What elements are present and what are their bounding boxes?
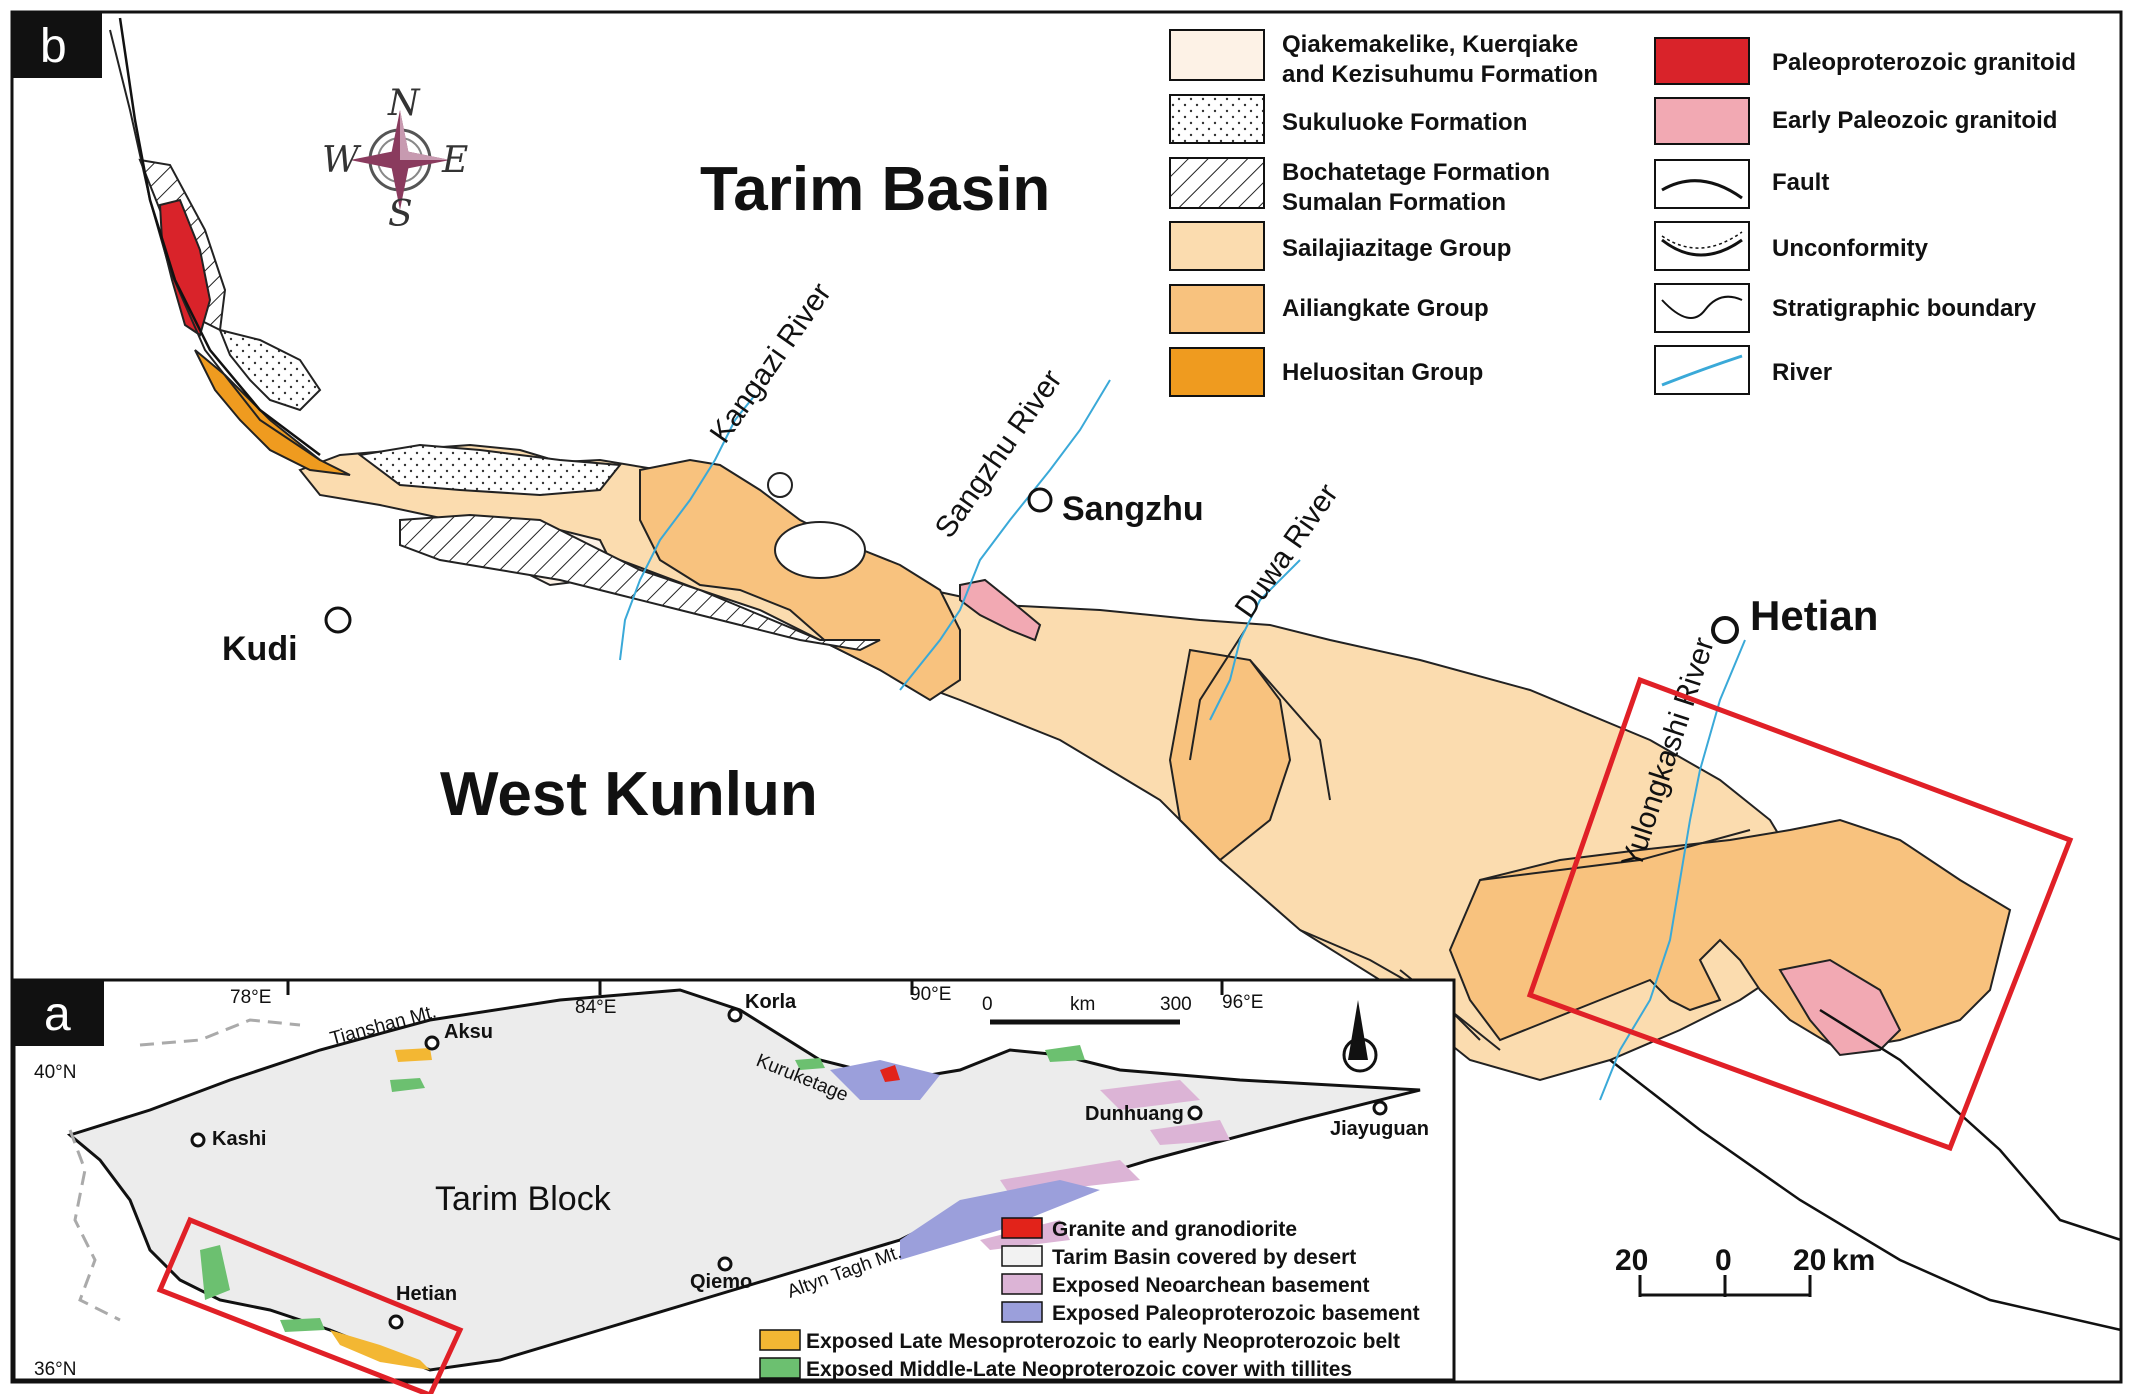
duwa-river-label: Duwa River <box>1229 478 1345 624</box>
inset-lon-84: 84°E <box>575 997 616 1018</box>
kudi-marker <box>324 606 352 634</box>
legend-unit-4: Sailajiazitage Group <box>1282 235 1511 262</box>
granite-patch <box>880 1065 900 1082</box>
neoarchean-patches <box>980 1080 1230 1250</box>
legend-unit-3-line1: Bochatetage Formation <box>1282 159 1550 186</box>
river-kangazi <box>619 394 756 661</box>
unit-heluositan <box>194 349 351 476</box>
inset-legend-4: Exposed Paleoproterozoic basement <box>1052 1302 1420 1325</box>
inset-panel: a Aksu Kashi Korla Dunhuang Jiayuguan Qi… <box>12 978 1456 1394</box>
inset-city-kashi: Kashi <box>212 1128 266 1150</box>
scale-b-mid: 0 <box>1715 1244 1732 1277</box>
legend-unit-6: Heluositan Group <box>1282 359 1483 386</box>
inset-city-aksu: Aksu <box>444 1021 493 1043</box>
compass-rose: N S W E <box>322 83 468 235</box>
compass-n: N <box>387 83 421 124</box>
study-area-box <box>1526 676 2074 1152</box>
kangazi-river-label: Kangazi River <box>704 277 838 449</box>
inset-dashed-border <box>68 1018 301 1322</box>
inset-legend-6: Exposed Middle-Late Neoproterozoic cover… <box>806 1358 1352 1381</box>
legend-symbol-3: Fault <box>1772 169 1829 196</box>
figure-frame <box>10 10 2123 1384</box>
legend-symbols: Paleoproterozoic granitoid Early Paleozo… <box>1654 37 2076 395</box>
inset-city-qiemo: Qiemo <box>690 1271 752 1293</box>
inset-city-jiayuguan: Jiayuguan <box>1330 1118 1429 1140</box>
inset-lon-96: 96°E <box>1222 992 1263 1013</box>
legend-unit-1-line2: and Kezisuhumu Formation <box>1282 61 1598 88</box>
legend-unit-5: Ailiangkate Group <box>1282 295 1489 322</box>
inset-scale-unit: km <box>1070 994 1095 1015</box>
inset-legend: Granite and granodiorite Tarim Basin cov… <box>759 1217 1420 1381</box>
inset-city-dunhuang: Dunhuang <box>1085 1103 1184 1125</box>
inset-legend-1: Granite and granodiorite <box>1052 1218 1297 1241</box>
unit-early-paleozoic-granitoid-east <box>1778 958 1902 1057</box>
inset-lat-40: 40°N <box>34 1062 76 1083</box>
legend-units: Qiakemakelike, Kuerqiake and Kezisuhumu … <box>1169 29 1598 397</box>
panel-b-label: b <box>40 20 67 73</box>
scale-b-unit: km <box>1832 1244 1875 1277</box>
panel-b-tag <box>12 12 102 78</box>
sangzhu-label: Sangzhu <box>1062 490 1204 528</box>
inset-scale-zero: 0 <box>982 994 993 1015</box>
panel-a-tag <box>14 980 104 1046</box>
legend-symbol-1: Paleoproterozoic granitoid <box>1772 49 2076 76</box>
inset-city-korla: Korla <box>745 991 797 1013</box>
inset-lon-78: 78°E <box>230 987 271 1008</box>
inset-legend-2: Tarim Basin covered by desert <box>1052 1246 1356 1269</box>
hetian-label: Hetian <box>1750 592 1878 639</box>
panel-a-label: a <box>44 988 71 1041</box>
map-margins <box>118 17 2122 1332</box>
scale-bar-b: 20 0 20 km <box>1615 1244 1875 1297</box>
unit-paleoproterozoic-granitoid <box>158 198 212 337</box>
scale-b-right: 20 <box>1793 1244 1826 1277</box>
inset-legend-5: Exposed Late Mesoproterozoic to early Ne… <box>806 1330 1400 1353</box>
legend-unit-1-line1: Qiakemakelike, Kuerqiake <box>1282 31 1578 58</box>
legend-unit-2: Sukuluoke Formation <box>1282 109 1527 136</box>
inset-study-box <box>156 1216 464 1394</box>
inset-legend-3: Exposed Neoarchean basement <box>1052 1274 1369 1297</box>
paleoproterozoic-basement <box>830 1060 1100 1260</box>
legend-symbol-5: Stratigraphic boundary <box>1772 295 2037 322</box>
scale-b-left: 20 <box>1615 1244 1648 1277</box>
inset-title: Tarim Block <box>435 1180 612 1218</box>
unit-sukuluoke-north <box>218 328 322 412</box>
inset-lon-90: 90°E <box>910 984 951 1005</box>
void-ellipse <box>774 521 866 579</box>
compass-w: W <box>322 140 362 181</box>
unit-early-paleozoic-granitoid-west <box>959 578 1042 642</box>
legend-symbol-6: River <box>1772 359 1832 386</box>
sangzhu-river-label: Sangzhu River <box>929 364 1069 544</box>
hetian-marker <box>1711 616 1739 644</box>
river-duwa <box>1209 559 1301 721</box>
kudi-label: Kudi <box>222 630 298 668</box>
tarim-basin-label: Tarim Basin <box>700 155 1050 224</box>
mesoproterozoic-belt <box>330 1048 432 1370</box>
boundaries <box>109 29 1751 1051</box>
river-sangzhu <box>899 379 1111 691</box>
sangzhu-marker <box>1027 487 1053 513</box>
legend-symbol-4: Unconformity <box>1772 235 1929 262</box>
void-circle-1 <box>767 472 793 498</box>
west-kunlun-label: West Kunlun <box>440 760 818 829</box>
inset-north-arrow <box>1342 1000 1378 1073</box>
compass-e: E <box>441 140 468 181</box>
legend-symbol-2: Early Paleozoic granitoid <box>1772 107 2057 134</box>
inset-scale-max: 300 <box>1160 994 1192 1015</box>
inset-city-hetian: Hetian <box>396 1283 457 1305</box>
compass-s: S <box>388 194 413 235</box>
legend-unit-3-line2: Sumalan Formation <box>1282 189 1506 216</box>
inset-lat-36: 36°N <box>34 1359 76 1380</box>
unit-sukuluoke-central <box>357 443 622 497</box>
